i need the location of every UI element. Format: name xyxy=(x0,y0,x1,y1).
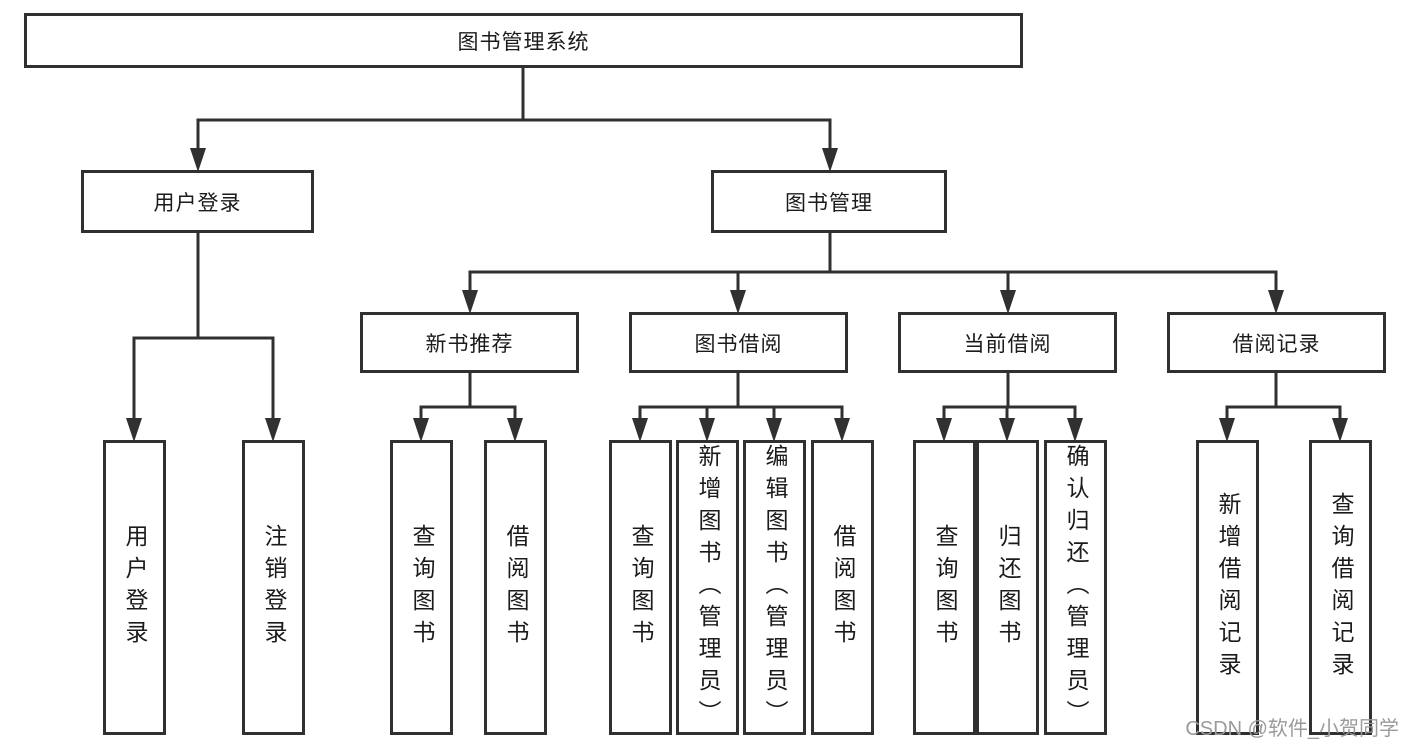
node-book-management: 图书管理 xyxy=(711,170,947,233)
node-label: 借阅记录 xyxy=(1232,332,1321,356)
arrow-down-icon xyxy=(730,290,746,314)
arrow-down-icon xyxy=(126,418,142,442)
node-edit-books-admin: 编辑图书（管理员） xyxy=(743,440,806,735)
node-label: 编辑图书（管理员） xyxy=(762,443,788,732)
arrow-down-icon xyxy=(632,418,648,442)
arrow-down-icon xyxy=(999,418,1015,442)
node-current-borrowing: 当前借阅 xyxy=(898,312,1117,373)
arrow-down-icon xyxy=(822,148,838,172)
node-label: 用户登录 xyxy=(153,191,242,215)
connectors-root-to-level2 xyxy=(190,66,838,172)
arrow-down-icon xyxy=(699,418,715,442)
node-add-borrow-record: 新增借阅记录 xyxy=(1196,440,1259,735)
node-label: 归还图书 xyxy=(995,523,1021,652)
node-label: 借阅图书 xyxy=(830,523,856,652)
connectors-newbook-branch xyxy=(413,371,523,442)
node-borrow-books: 借阅图书 xyxy=(484,440,547,735)
arrow-down-icon xyxy=(413,418,429,442)
arrow-down-icon xyxy=(1332,418,1348,442)
connectors-current-branch xyxy=(936,371,1083,442)
arrow-down-icon xyxy=(1219,418,1235,442)
node-return-books: 归还图书 xyxy=(976,440,1039,735)
csdn-watermark: CSDN @软件_小贺同学 xyxy=(1185,718,1399,740)
node-borrow-books: 借阅图书 xyxy=(811,440,874,735)
node-logout: 注销登录 xyxy=(242,440,305,735)
node-label: 当前借阅 xyxy=(963,332,1052,356)
arrow-down-icon xyxy=(936,418,952,442)
node-query-books: 查询图书 xyxy=(390,440,453,735)
connectors-login-branch xyxy=(126,231,281,442)
connectors-borrow-branch xyxy=(632,371,850,442)
node-label: 新增借阅记录 xyxy=(1215,491,1241,684)
arrow-down-icon xyxy=(1000,290,1016,314)
node-library-system: 图书管理系统 xyxy=(24,13,1023,68)
node-query-books: 查询图书 xyxy=(609,440,672,735)
node-label: 确认归还（管理员） xyxy=(1063,443,1089,732)
node-label: 新书推荐 xyxy=(425,332,514,356)
arrow-down-icon xyxy=(766,418,782,442)
node-user-login-leaf: 用户登录 xyxy=(103,440,166,735)
connectors-records-branch xyxy=(1219,371,1348,442)
node-label: 查询图书 xyxy=(932,523,958,652)
node-user-login: 用户登录 xyxy=(81,170,314,233)
node-add-books-admin: 新增图书（管理员） xyxy=(676,440,739,735)
node-label: 借阅图书 xyxy=(503,523,529,652)
node-borrowing-records: 借阅记录 xyxy=(1167,312,1386,373)
arrow-down-icon xyxy=(834,418,850,442)
node-query-borrow-record: 查询借阅记录 xyxy=(1309,440,1372,735)
node-label: 查询图书 xyxy=(628,523,654,652)
node-label: 图书管理系统 xyxy=(457,30,590,54)
node-book-borrowing: 图书借阅 xyxy=(629,312,848,373)
node-query-books: 查询图书 xyxy=(913,440,976,735)
node-label: 查询图书 xyxy=(409,523,435,652)
node-confirm-return-admin: 确认归还（管理员） xyxy=(1044,440,1107,735)
node-label: 查询借阅记录 xyxy=(1328,491,1354,684)
node-label: 新增图书（管理员） xyxy=(695,443,721,732)
node-label: 图书借阅 xyxy=(694,332,783,356)
connectors-manage-to-level3 xyxy=(462,231,1284,314)
arrow-down-icon xyxy=(462,290,478,314)
arrow-down-icon xyxy=(1268,290,1284,314)
node-new-book-recommend: 新书推荐 xyxy=(360,312,579,373)
arrow-down-icon xyxy=(507,418,523,442)
node-label: 用户登录 xyxy=(122,523,148,652)
node-label: 注销登录 xyxy=(261,523,287,652)
arrow-down-icon xyxy=(1067,418,1083,442)
arrow-down-icon xyxy=(190,148,206,172)
arrow-down-icon xyxy=(265,418,281,442)
node-label: 图书管理 xyxy=(785,191,873,215)
